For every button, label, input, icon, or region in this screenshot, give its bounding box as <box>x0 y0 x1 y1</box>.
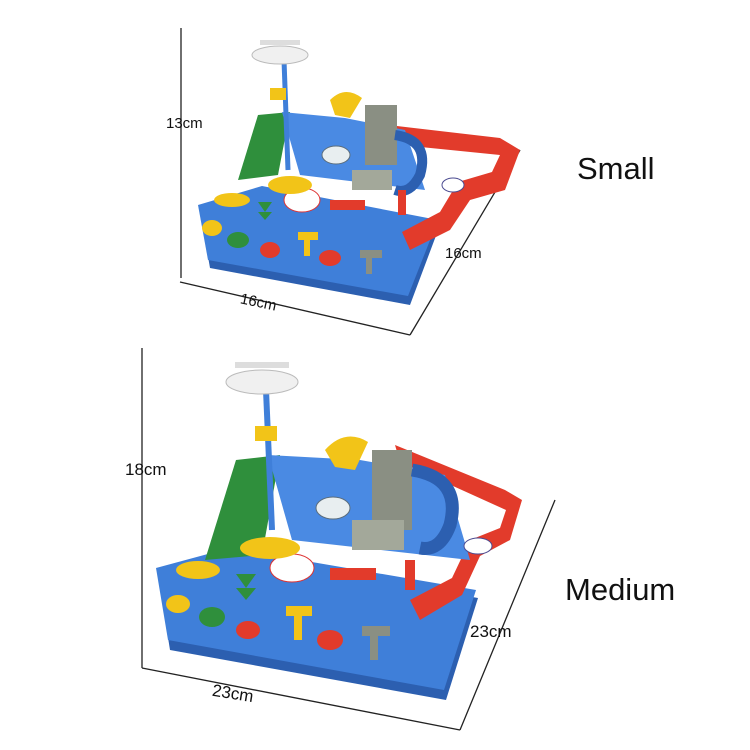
small-depth-label: 16cm <box>445 245 482 262</box>
medium-school-bus <box>255 426 277 441</box>
small-grey-car <box>321 145 351 165</box>
medium-base <box>156 548 476 690</box>
medium-upper-platform <box>268 455 470 560</box>
medium-height-label: 18cm <box>125 460 167 479</box>
small-yellow-arch <box>330 91 362 118</box>
small-base <box>198 186 438 296</box>
medium-grey-car <box>315 496 351 520</box>
small-grey-tower <box>365 105 397 165</box>
medium-tower-stairs <box>352 520 404 550</box>
medium-green-ramp <box>205 455 280 560</box>
medium-red-track <box>395 445 522 620</box>
medium-helicopter <box>225 369 299 395</box>
medium-police-car <box>463 537 493 555</box>
medium-yellow-arch <box>325 436 368 470</box>
small-helicopter <box>251 45 309 65</box>
small-police-car <box>441 177 465 193</box>
medium-depth-line <box>459 499 556 731</box>
small-size-label: Small <box>577 151 655 186</box>
medium-grey-tower <box>372 450 412 530</box>
small-height-label: 13cm <box>166 115 203 132</box>
small-width-line <box>179 281 411 336</box>
medium-depth-label: 23cm <box>470 622 512 641</box>
medium-width-line <box>141 667 461 731</box>
small-green-ramp <box>238 112 290 180</box>
medium-size-label: Medium <box>565 572 676 607</box>
small-school-bus <box>270 88 286 100</box>
small-tower-stairs <box>352 170 392 190</box>
small-red-track <box>345 120 520 250</box>
